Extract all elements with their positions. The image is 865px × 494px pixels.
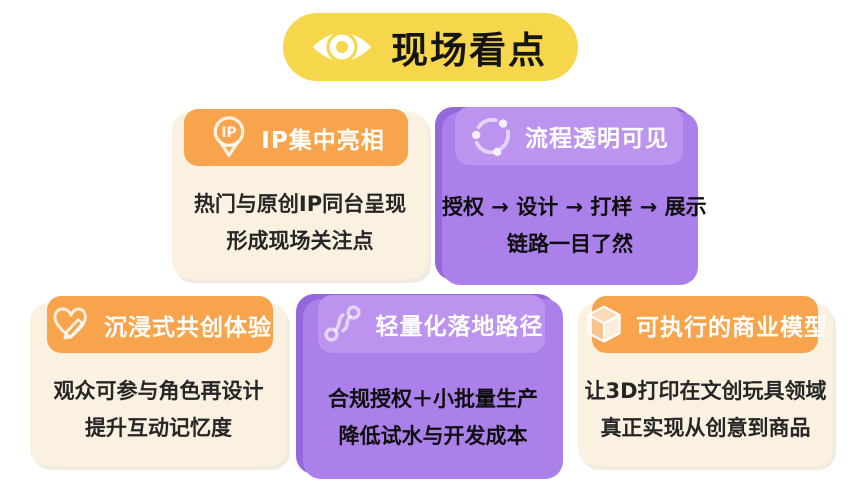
share-network-icon (469, 113, 515, 159)
card-body: 合规授权＋小批量生产 降低试水与开发成本 (303, 357, 563, 479)
card-body: 授权 → 设计 → 打样 → 展示 链路一目了然 (442, 167, 707, 285)
body-line: 合规授权＋小批量生产 (328, 387, 538, 411)
card-title: 沉浸式共创体验 (104, 314, 272, 341)
body-line: 热门与原创IP同台呈现 (193, 191, 407, 216)
card-transparent-process: 流程透明可见 授权 → 设计 → 打样 → 展示 链路一目了然 (442, 107, 707, 285)
body-line: 形成现场关注点 (226, 228, 374, 253)
body-line: 提升互动记忆度 (85, 415, 232, 440)
page-title: 现场看点 (391, 29, 547, 72)
heart-edit-icon (48, 303, 94, 347)
eye-icon (309, 24, 375, 70)
body-line: 观众可参与角色再设计 (53, 378, 264, 403)
card-header: IP IP集中亮相 (184, 109, 408, 166)
card-header: 沉浸式共创体验 (47, 296, 273, 353)
route-icon (320, 301, 366, 347)
body-line: 授权 → 设计 → 打样 → 展示 (442, 195, 707, 219)
body-line: 降低试水与开发成本 (338, 424, 528, 448)
cube-3d-icon (582, 302, 626, 348)
body-line: 真正实现从创意到商品 (600, 415, 811, 440)
card-body: 热门与原创IP同台呈现 形成现场关注点 (172, 166, 428, 279)
card-title: IP集中亮相 (261, 127, 385, 154)
card-business-model: 可执行的商业模型 让3D打印在文创玩具领域 真正实现从创意到商品 (578, 296, 833, 466)
card-immersive-co-creation: 沉浸式共创体验 观众可参与角色再设计 提升互动记忆度 (30, 296, 287, 466)
card-ip-showcase: IP IP集中亮相 热门与原创IP同台呈现 形成现场关注点 (172, 109, 428, 279)
card-lightweight-path: 轻量化落地路径 合规授权＋小批量生产 降低试水与开发成本 (303, 295, 563, 479)
title-pill: 现场看点 (283, 13, 578, 81)
card-header: 流程透明可见 (455, 107, 683, 165)
card-header: 轻量化落地路径 (318, 295, 545, 353)
card-title: 流程透明可见 (525, 126, 669, 152)
card-body: 观众可参与角色再设计 提升互动记忆度 (30, 353, 287, 466)
card-title: 轻量化落地路径 (375, 314, 544, 340)
card-title: 可执行的商业模型 (636, 314, 828, 341)
body-line: 让3D打印在文创玩具领域 (584, 378, 827, 403)
svg-text:IP: IP (222, 125, 237, 141)
map-pin-ip-icon: IP (207, 113, 251, 163)
card-body: 让3D打印在文创玩具领域 真正实现从创意到商品 (578, 353, 833, 466)
card-header: 可执行的商业模型 (587, 296, 827, 353)
body-line: 链路一目了然 (507, 232, 633, 256)
